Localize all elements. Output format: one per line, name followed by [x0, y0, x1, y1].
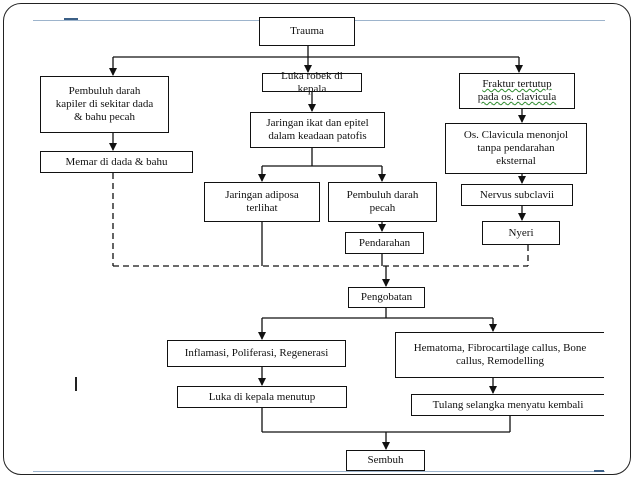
node-pembuluh-kapiler-label: Pembuluh darah kapiler di sekitar dada &… — [55, 85, 154, 123]
node-inflamasi-label: Inflamasi, Poliferasi, Regenerasi — [184, 347, 329, 359]
node-jaringan-ikat-label: Jaringan ikat dan epitel dalam keadaan p… — [266, 117, 369, 142]
text-cursor — [75, 377, 77, 391]
node-pendarahan: Pendarahan — [345, 232, 424, 254]
node-fraktur: Fraktur tertutup pada os. clavicula — [459, 73, 575, 109]
node-luka-robek-label: Luka robek di kepala — [281, 69, 343, 95]
node-hematoma: Hematoma, Fibrocartilage callus, Bone ca… — [395, 332, 604, 378]
node-inflamasi: Inflamasi, Poliferasi, Regenerasi — [167, 340, 346, 367]
node-nyeri-label: Nyeri — [508, 226, 534, 239]
node-pembuluh-pecah-label: Pembuluh darah pecah — [346, 189, 419, 214]
node-jaringan-adiposa: Jaringan adiposa terlihat — [204, 182, 320, 222]
node-pengobatan-label: Pengobatan — [360, 291, 413, 303]
node-os-clavicula-label: Os. Clavicula menonjol tanpa pendarahan … — [463, 129, 569, 167]
node-sembuh-label: Sembuh — [367, 454, 404, 466]
node-luka-menutup: Luka di kepala menutup — [177, 386, 347, 408]
node-jaringan-adiposa-label: Jaringan adiposa terlihat — [225, 189, 299, 214]
node-trauma-label: Trauma — [290, 25, 324, 37]
node-memar-label: Memar di dada & bahu — [65, 155, 168, 168]
node-fraktur-label: Fraktur tertutup pada os. clavicula — [477, 78, 557, 103]
node-os-clavicula: Os. Clavicula menonjol tanpa pendarahan … — [445, 123, 587, 174]
node-pembuluh-kapiler: Pembuluh darah kapiler di sekitar dada &… — [40, 76, 169, 133]
node-tulang-label: Tulang selangka menyatu kembali — [432, 398, 584, 411]
node-pendarahan-label: Pendarahan — [358, 236, 411, 249]
node-memar: Memar di dada & bahu — [40, 151, 193, 173]
node-hematoma-label: Hematoma, Fibrocartilage callus, Bone ca… — [413, 342, 587, 367]
node-nyeri: Nyeri — [482, 221, 560, 245]
node-luka-robek: Luka robek di kepala — [262, 70, 362, 95]
node-trauma: Trauma — [259, 17, 355, 46]
node-pengobatan: Pengobatan — [348, 287, 425, 308]
node-pembuluh-pecah: Pembuluh darah pecah — [328, 182, 437, 222]
top-rule-accent — [64, 18, 78, 20]
node-luka-menutup-label: Luka di kepala menutup — [208, 390, 316, 403]
node-nervus-label: Nervus subclavii — [479, 188, 555, 201]
bottom-rule — [33, 471, 605, 472]
node-sembuh: Sembuh — [346, 450, 425, 471]
node-nervus: Nervus subclavii — [461, 184, 573, 206]
node-jaringan-ikat: Jaringan ikat dan epitel dalam keadaan p… — [250, 112, 385, 148]
node-tulang: Tulang selangka menyatu kembali — [411, 394, 604, 416]
bottom-rule-accent — [594, 470, 604, 472]
